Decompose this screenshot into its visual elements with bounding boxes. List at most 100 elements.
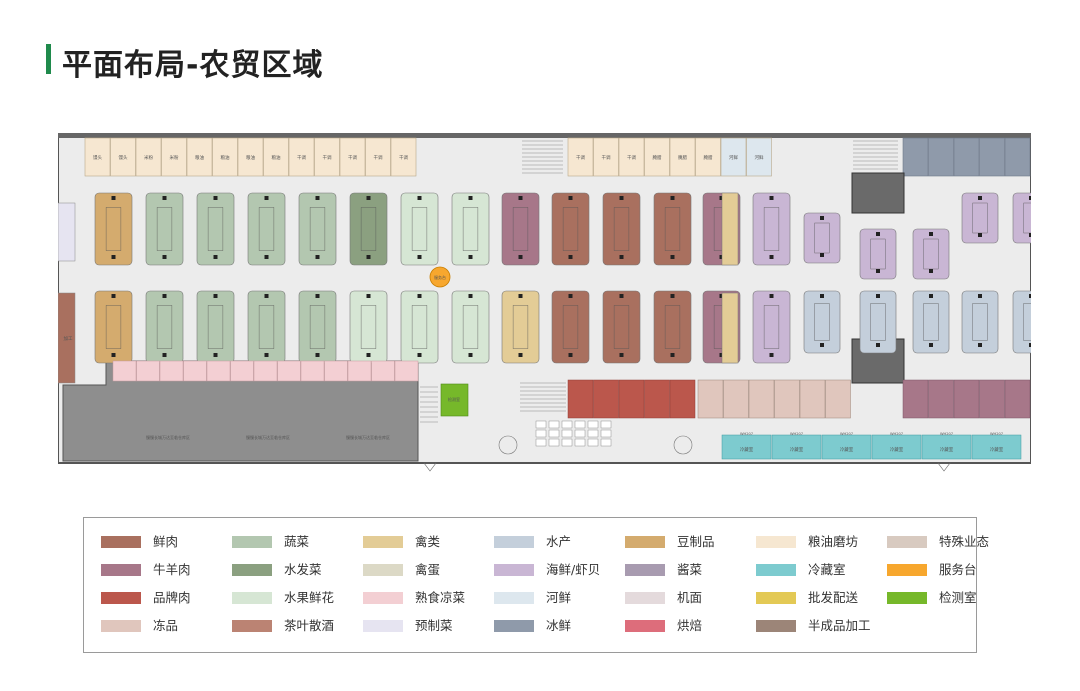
- stall-label: 粮油: [221, 154, 230, 161]
- stall-island-inner: [360, 305, 377, 349]
- cold-room-label: 冷藏室: [890, 446, 904, 453]
- stall-label: 腌腊: [704, 154, 713, 161]
- column: [719, 196, 724, 200]
- stall-island-inner: [512, 207, 529, 251]
- stall-island: [247, 192, 286, 266]
- column: [111, 255, 116, 259]
- stall-island: [551, 290, 590, 364]
- column: [876, 294, 880, 298]
- stall-island: [94, 290, 133, 364]
- legend-swatch: [232, 620, 272, 632]
- column: [264, 255, 269, 259]
- legend-swatch: [494, 536, 534, 548]
- top-stall: [746, 137, 772, 177]
- legend-swatch: [232, 592, 272, 604]
- stall-island-inner: [258, 305, 275, 349]
- legend-swatch: [625, 620, 665, 632]
- top-stall: [567, 137, 594, 177]
- legend-label: 禽蛋: [415, 562, 441, 577]
- legend-swatch: [887, 536, 927, 548]
- ice-fresh-stall: [1004, 137, 1031, 177]
- column: [264, 353, 269, 357]
- cooked-stall: [371, 360, 395, 382]
- legend-label: 茶叶散酒: [284, 618, 335, 633]
- stall-island-inner: [512, 305, 529, 349]
- top-stall: [669, 137, 696, 177]
- column: [111, 294, 116, 298]
- water-island-inner: [923, 303, 939, 341]
- column: [366, 196, 371, 200]
- column: [769, 196, 774, 200]
- brand-meat-stall: [644, 379, 670, 419]
- legend-label: 服务台: [939, 562, 977, 577]
- cooked-stall: [277, 360, 301, 382]
- column: [1029, 343, 1031, 347]
- cooked-stall: [136, 360, 160, 382]
- fixture: [535, 429, 547, 438]
- frozen-stall: [774, 379, 800, 419]
- column: [929, 269, 933, 273]
- water-island-inner: [814, 303, 830, 341]
- legend-swatch: [232, 564, 272, 576]
- cold-room-tag: WH207: [790, 432, 803, 436]
- cold-room-label: 冷藏室: [840, 446, 854, 453]
- top-stall: [695, 137, 721, 177]
- stall-label: 干调: [602, 154, 611, 161]
- seafood-island: [859, 228, 897, 280]
- cold-room-tag: WH207: [740, 432, 753, 436]
- column: [876, 269, 880, 273]
- legend-swatch: [363, 536, 403, 548]
- water-island: [912, 290, 950, 354]
- column: [518, 255, 523, 259]
- column: [468, 255, 473, 259]
- cooked-stall: [206, 360, 231, 382]
- legend-label: 豆制品: [677, 534, 715, 549]
- stall-island: [501, 192, 540, 266]
- legend-label: 品牌肉: [153, 590, 191, 605]
- column: [978, 294, 982, 298]
- stall-island: [94, 192, 133, 266]
- cooked-stall: [300, 360, 325, 382]
- column: [820, 294, 824, 298]
- cooked-stall: [112, 360, 137, 382]
- stall-island: [653, 290, 692, 364]
- cold-room-tag: WH207: [890, 432, 903, 436]
- stall-label: 馒头: [93, 154, 102, 161]
- storage-label: 慢慢长城万达至临仓库区: [246, 434, 290, 440]
- column: [619, 196, 624, 200]
- legend-swatch: [363, 592, 403, 604]
- top-stall: [644, 137, 670, 177]
- legend-label: 水果鲜花: [284, 590, 335, 605]
- stall-island: [349, 290, 388, 364]
- legend-label: 预制菜: [415, 618, 453, 633]
- fixture: [548, 420, 560, 429]
- cold-room-stall: [721, 434, 772, 460]
- legend-swatch: [887, 564, 927, 576]
- column: [820, 253, 824, 257]
- seafood-island: [912, 228, 950, 280]
- stall-island-inner: [207, 207, 224, 251]
- legend-swatch: [101, 592, 141, 604]
- stall-island-inner: [763, 207, 780, 251]
- legend-label: 河鲜: [546, 590, 572, 605]
- legend-swatch: [625, 536, 665, 548]
- column: [1029, 294, 1031, 298]
- column: [670, 196, 675, 200]
- stall-island: [349, 192, 388, 266]
- stall-island-inner: [562, 305, 579, 349]
- column: [417, 294, 422, 298]
- stall-island-inner: [309, 305, 326, 349]
- inspection-room: [440, 383, 469, 417]
- ice-fresh-stall: [928, 137, 954, 177]
- fixture: [587, 420, 599, 429]
- round-table: [498, 435, 518, 455]
- brand-meat-stall: [618, 379, 645, 419]
- legend-label: 冻品: [153, 618, 179, 633]
- stall-island-inner: [411, 305, 428, 349]
- column: [568, 294, 573, 298]
- cold-room-tag: WH207: [840, 432, 853, 436]
- stall-label: 河鲜: [729, 154, 738, 161]
- legend-swatch: [756, 592, 796, 604]
- fixture: [548, 429, 560, 438]
- fixture: [535, 438, 547, 447]
